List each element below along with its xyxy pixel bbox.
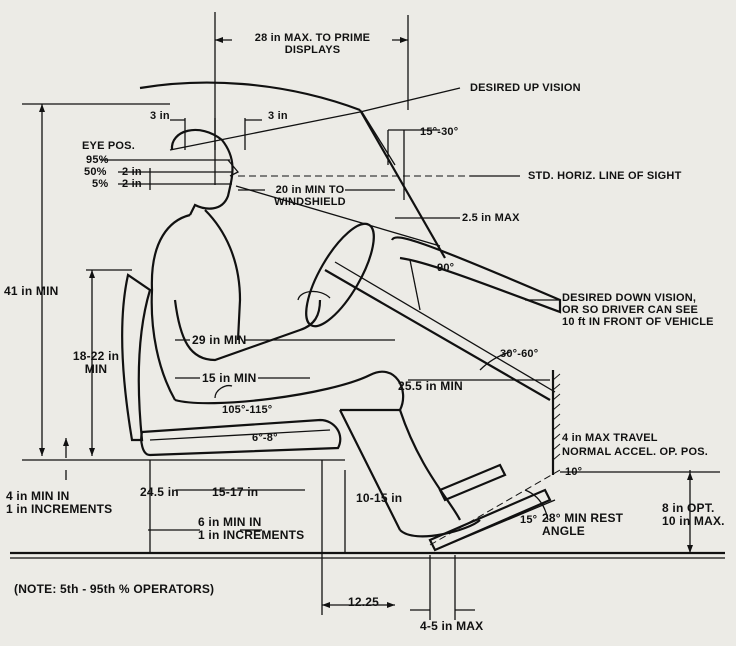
dim-15-17	[149, 460, 305, 553]
label-4-5in-max: 4-5 in MAX	[420, 619, 484, 633]
label-18-22in-min: 18-22 in MIN	[72, 349, 120, 376]
rest-angle-arc	[524, 489, 549, 521]
dim-4-in-arrow	[63, 438, 69, 446]
label-29in-min: 29 in MIN	[192, 333, 247, 347]
driver-shin	[339, 409, 461, 531]
label-41in-min: 41 in MIN	[4, 284, 59, 298]
label-2in-b: 2 in	[122, 178, 142, 190]
label-5-pct: 5%	[92, 178, 109, 190]
label-95-pct: 95%	[86, 154, 109, 166]
steering-column	[324, 269, 551, 401]
angle-30-60-arc	[479, 351, 511, 371]
label-desired-down-vision: DESIRED DOWN VISION, OR SO DRIVER CAN SE…	[562, 292, 714, 328]
driver-back	[150, 213, 191, 401]
dashboard-drop	[409, 259, 421, 311]
label-8in-opt-10in-max: 8 in OPT. 10 in MAX.	[662, 501, 725, 528]
dashboard	[390, 236, 562, 314]
dim-10-15	[321, 460, 346, 615]
label-90-deg: 90°	[437, 262, 455, 274]
driver-hand	[297, 290, 331, 301]
windshield-inner	[361, 111, 396, 166]
label-28in-max-prime-displays: 28 in MAX. TO PRIME DISPLAYS	[254, 32, 371, 56]
label-3in-right: 3 in	[268, 110, 288, 122]
label-105-115-deg: 105°-115°	[222, 404, 273, 416]
label-12-25: 12.25	[348, 595, 380, 609]
label-4in-max-travel: 4 in MAX TRAVEL	[562, 432, 658, 444]
driver-thigh	[174, 370, 405, 412]
angle-15-30-dim	[387, 129, 440, 200]
label-note-operators: (NOTE: 5th - 95th % OPERATORS)	[14, 582, 215, 596]
label-10-15in: 10-15 in	[356, 491, 403, 505]
up-vision-line	[169, 111, 361, 151]
driver-nose	[227, 159, 240, 177]
eye-position-lines	[100, 159, 232, 185]
label-15in-min: 15 in MIN	[202, 371, 257, 385]
label-25-5in-min: 25.5 in MIN	[398, 379, 463, 393]
label-desired-up-vision: DESIRED UP VISION	[470, 82, 581, 94]
label-2in-a: 2 in	[122, 166, 142, 178]
label-50-pct: 50%	[84, 166, 107, 178]
label-10-deg: 10°	[565, 466, 583, 478]
label-6-8-deg: 6°-8°	[252, 432, 278, 444]
seat-cushion-edge	[149, 429, 331, 441]
steering-wheel	[305, 222, 375, 328]
firewall-hatch	[552, 373, 561, 461]
windshield	[359, 109, 446, 259]
label-3in-left: 3 in	[150, 110, 170, 122]
label-normal-accel-op-pos: NORMAL ACCEL. OP. POS.	[562, 446, 708, 458]
label-20in-min-windshield: 20 in MIN TO WINDSHIELD	[274, 184, 346, 208]
label-eye-pos: EYE POS.	[82, 140, 135, 152]
label-4in-min-increments: 4 in MIN IN 1 in INCREMENTS	[6, 489, 113, 516]
label-std-horiz-line-of-sight: STD. HORIZ. LINE OF SIGHT	[528, 170, 682, 182]
label-6in-min-increments: 6 in MIN IN 1 in INCREMENTS	[198, 515, 305, 542]
seat-cushion	[140, 418, 342, 457]
pedal-arc-line	[439, 499, 556, 549]
knee-angle-arc	[214, 384, 233, 399]
label-24-5in: 24.5 in	[140, 485, 179, 499]
up-vision-leader	[359, 87, 461, 113]
dim-4-5-ticks	[429, 555, 456, 620]
dim-8-in	[560, 470, 720, 553]
label-15-deg: 15°	[520, 514, 538, 526]
down-sight-line	[235, 185, 441, 247]
label-15-30-deg: 15°-30°	[420, 126, 459, 138]
label-30-60-deg: 30°-60°	[500, 348, 539, 360]
dim-18-22	[86, 269, 132, 456]
accelerator-pedal	[428, 488, 552, 552]
label-2-5in-max: 2.5 in MAX	[462, 212, 520, 224]
driver-chest	[204, 209, 242, 341]
dim-12-25-arrows	[322, 602, 395, 608]
label-28-min-rest-angle: 28° MIN REST ANGLE	[542, 511, 624, 538]
label-15-17in: 15-17 in	[212, 485, 259, 499]
driver-arm	[173, 299, 322, 362]
steering-column-edge	[334, 261, 556, 393]
pedal-rest-line	[429, 469, 561, 546]
roof-line	[139, 81, 361, 112]
driver-head	[170, 129, 234, 216]
accelerator-pedal-upper	[438, 463, 507, 502]
